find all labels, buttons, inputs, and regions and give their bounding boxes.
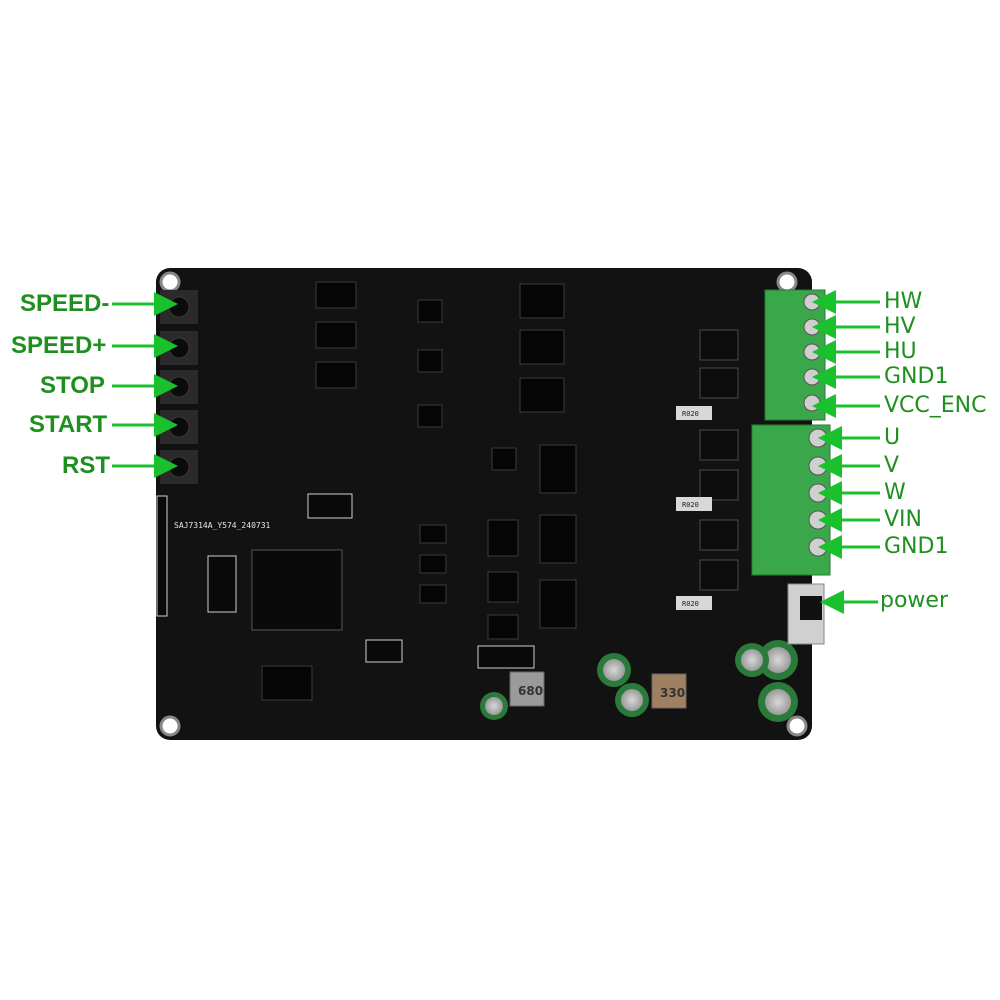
r020-b-label: R020 (682, 501, 699, 509)
label-v: V (884, 453, 900, 478)
hall-terminal-block (764, 289, 826, 421)
label-speed-minus: SPEED- (20, 290, 110, 317)
ic-chips (251, 281, 577, 701)
r020-c-label: R020 (682, 600, 699, 608)
label-hw: HW (884, 289, 923, 314)
label-u: U (884, 425, 901, 450)
right-arrows (812, 290, 880, 614)
inductor-b-label: 330 (660, 686, 685, 700)
inductor-a-label: 680 (518, 684, 543, 698)
shunt-resistors: R020 R020 R020 (676, 406, 712, 610)
label-gnd1-b: GND1 (884, 534, 949, 559)
label-vcc-enc: VCC_ENC (884, 393, 987, 418)
motor-terminal-block (751, 424, 831, 576)
label-vin: VIN (884, 507, 922, 532)
label-hv: HV (884, 314, 916, 339)
label-start: START (29, 411, 108, 438)
inductors: 680 330 (509, 671, 687, 709)
pin-headers (156, 493, 535, 669)
label-w: W (884, 480, 906, 505)
capacitors (480, 640, 798, 722)
left-arrows (112, 292, 178, 478)
board-serial-text: SAJ7314A_Y574_240731 (174, 521, 271, 530)
r020-a-label: R020 (682, 410, 699, 418)
mosfets (699, 329, 739, 591)
mounting-holes (159, 271, 808, 737)
label-rst: RST (62, 452, 110, 479)
label-speed-plus: SPEED+ (11, 332, 107, 359)
label-hu: HU (884, 339, 917, 364)
label-power: power (880, 588, 948, 613)
label-stop: STOP (40, 372, 105, 399)
power-switch (787, 583, 825, 645)
label-gnd1-a: GND1 (884, 364, 949, 389)
